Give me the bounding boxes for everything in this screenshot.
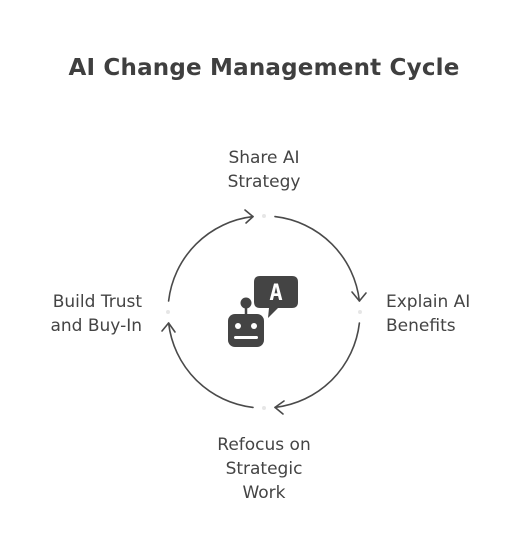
anchor-dot-top (262, 214, 266, 218)
arc-right-to-bottom (274, 322, 361, 409)
arrowhead-left (161, 322, 176, 333)
arrowhead-right (351, 291, 367, 302)
bubble-letter: A (269, 281, 282, 306)
step-label-build-trust-and-buy-in: Build Trust and Buy-In (50, 292, 142, 336)
arc-left-to-top (167, 215, 254, 302)
step-label-refocus-on-strategic-work: Refocus on Strategic Work (217, 435, 311, 503)
arrowhead-bottom (274, 400, 285, 415)
anchor-dot-right (358, 310, 362, 314)
diagram-title: AI Change Management Cycle (68, 55, 460, 81)
arrowhead-top (244, 209, 254, 224)
anchor-dot-left (166, 310, 170, 314)
step-label-share-ai-strategy: Share AI Strategy (227, 148, 301, 192)
arc-bottom-to-left (167, 322, 254, 409)
speech-bubble-icon: A (254, 276, 298, 318)
robot-icon (228, 297, 264, 347)
step-label-explain-ai-benefits: Explain AI Benefits (386, 292, 471, 336)
anchor-dot-bottom (262, 406, 266, 410)
arc-top-to-right (274, 215, 361, 302)
